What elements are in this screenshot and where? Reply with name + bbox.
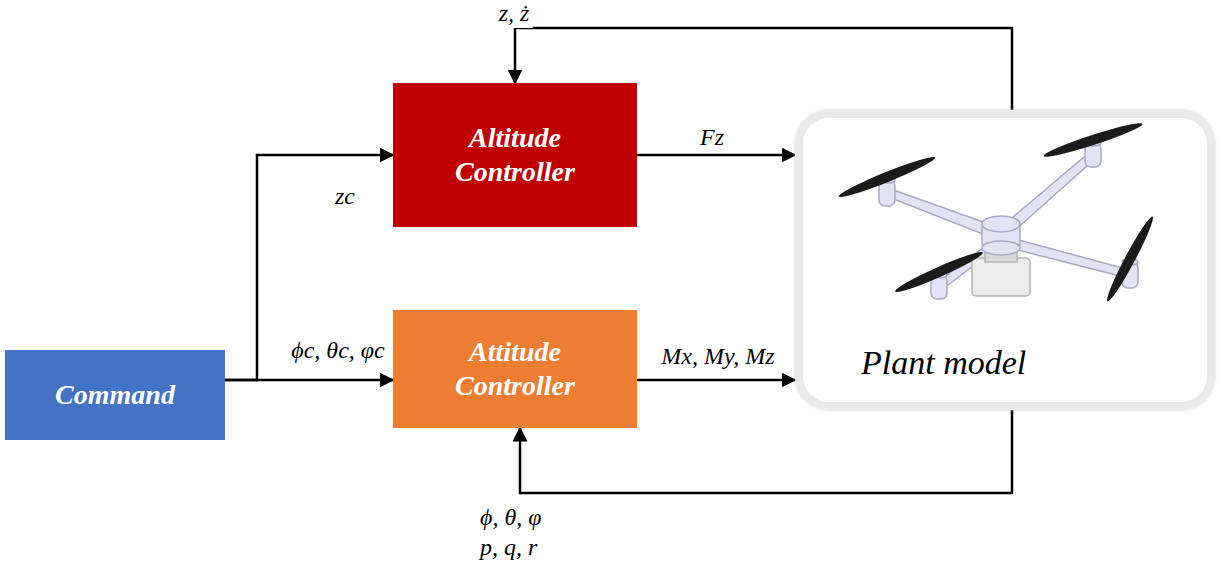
signal-label: ϕ, θ, φ p, q, r	[477, 502, 567, 562]
block-label: Altitude Controller	[407, 121, 623, 188]
attitude-controller-block: Attitude Controller	[393, 310, 637, 428]
block-label: Attitude Controller	[407, 335, 623, 402]
block-label: Command	[55, 378, 175, 412]
altitude-controller-block: Altitude Controller	[393, 83, 637, 227]
signal-label: Fz	[697, 122, 727, 152]
signal-arrow	[225, 379, 393, 382]
block-label: Plant model	[861, 343, 1026, 384]
signal-label: z, ż	[496, 0, 533, 28]
signal-arrow	[225, 155, 393, 380]
plant-model-block: Plant model	[795, 110, 1215, 410]
signal-label: ϕc, θc, φc	[288, 335, 387, 365]
command-block: Command	[5, 350, 225, 440]
signal-arrow	[637, 379, 795, 382]
signal-label: Mx, My, Mz	[658, 341, 777, 371]
signal-arrow	[637, 154, 795, 157]
signal-label: zc	[332, 181, 358, 211]
